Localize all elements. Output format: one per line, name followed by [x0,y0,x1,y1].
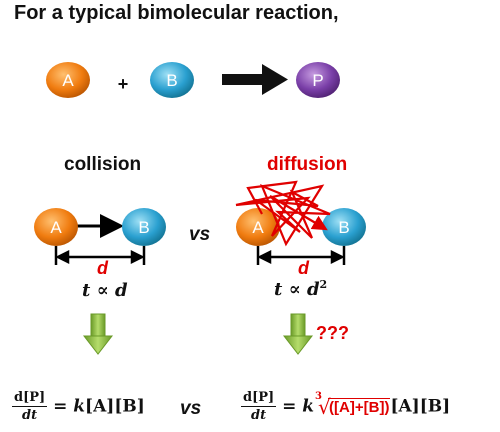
molecule-p [296,62,340,98]
reaction-arrow [222,64,288,95]
rate-right-numerator: d[P] [241,390,277,407]
collision-molecule-b [122,208,166,246]
collision-time-relation: t ∝ d [82,280,128,301]
collision-d-label: d [97,258,108,278]
rate-right-concentrations: [A][B] [390,396,451,417]
random-walk-path [235,180,331,247]
rate-left-k: k [73,396,86,417]
diffusion-heading: diffusion [267,154,348,175]
rate-right-fraction: d[P] dt [241,390,277,423]
rate-right-equals: = [282,396,303,417]
down-arrow-right [282,313,314,355]
molecule-a-top-label: A [62,71,74,90]
cube-root: 3 √ ([A]+[B]) [314,391,391,419]
rate-right-k: k [302,396,315,417]
rate-left-fraction: d[P] dt [12,390,48,423]
molecule-b-top-label: B [166,71,177,90]
collision-molecule-b-label: B [138,218,149,237]
vs-top: vs [189,224,211,245]
collision-panel: A B [34,208,166,265]
question-marks: ??? [316,323,349,343]
diffusion-molecule-b-label: B [338,218,349,237]
molecule-p-label: P [312,71,323,90]
collision-molecule-a [34,208,78,246]
diffusion-panel: A B [235,180,366,265]
reaction-row: A + B P [46,62,340,98]
cube-root-body: ([A]+[B]) [328,397,391,416]
molecule-b-top [150,62,194,98]
page-title: For a typical bimolecular reaction, [14,2,339,24]
rate-left-numerator: d[P] [12,390,48,407]
molecule-a-top [46,62,90,98]
rate-equation-right: d[P] dt = k 3 √ ([A]+[B]) [A][B] [241,390,450,423]
collision-heading: collision [64,154,142,175]
diffusion-molecule-b [322,208,366,246]
rate-left-denominator: dt [22,408,38,423]
cube-root-index: 3 [315,390,323,402]
collision-distance-bar [54,246,146,265]
rate-equation-left: d[P] dt = k[A][B] [12,390,145,423]
diffusion-molecule-a-label: A [252,218,264,237]
diffusion-time-exponent: 2 [319,278,328,291]
down-arrow-left [82,313,114,355]
diffusion-d-label: d [298,258,309,278]
radical-sign: √ [318,394,331,419]
vs-bottom: vs [180,398,202,419]
diffusion-time-main: t ∝ d [274,279,320,300]
collision-molecule-a-label: A [50,218,62,237]
plus-sign: + [118,74,129,94]
diffusion-molecule-a [236,208,280,246]
rate-right-denominator: dt [251,408,267,423]
diffusion-time-relation: t ∝ d2 [274,278,327,300]
rate-left-concentrations: [A][B] [85,396,145,417]
diffusion-distance-bar [256,246,346,265]
rate-left-equals: = [53,396,74,417]
